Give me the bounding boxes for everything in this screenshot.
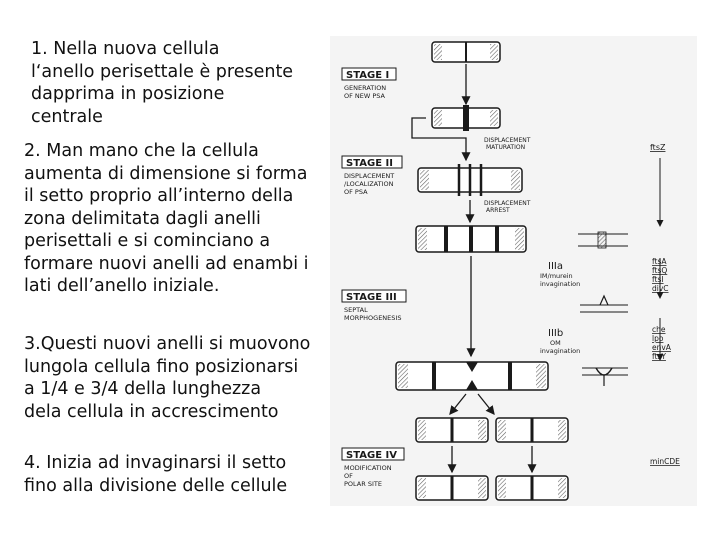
cell-6-right bbox=[495, 417, 569, 443]
cell-division-diagram: STAGE I GENERATION OF NEW PSA STAGE II D… bbox=[330, 36, 697, 506]
p3-line-3: a 1/4 e 3/4 della lunghezza bbox=[24, 379, 262, 399]
cell-7-right bbox=[495, 475, 569, 501]
cell-3 bbox=[417, 164, 523, 196]
stage-4-sub-3: POLAR SITE bbox=[344, 480, 382, 488]
p2-line-3: il setto proprio all’interno della bbox=[24, 186, 294, 206]
p3-line-4: dela cellula in accrescimento bbox=[24, 401, 279, 422]
stage-1-sub-2: OF NEW PSA bbox=[344, 92, 386, 100]
p2-line-2: aumenta di dimensione si forma bbox=[24, 163, 308, 184]
stage-4-sub-2: OF bbox=[344, 472, 353, 480]
iiib-sub-2: invagination bbox=[540, 347, 580, 355]
stage-4-label: STAGE IV MODIFICATION OF POLAR SITE bbox=[341, 447, 405, 488]
stage-3-title: STAGE III bbox=[346, 292, 397, 303]
iiia-label: IIIa bbox=[548, 261, 563, 272]
gene-ftsi: ftsI bbox=[652, 275, 664, 284]
p1-line-4: centrale bbox=[31, 106, 103, 127]
gene-enva: envA bbox=[652, 343, 672, 352]
mincde-label: minCDE bbox=[650, 457, 680, 466]
cell-4 bbox=[415, 225, 527, 253]
septum-detail-a bbox=[578, 231, 628, 249]
iiib-label: IIIb bbox=[548, 328, 563, 339]
stage-2-sub-2: /LOCALIZATION bbox=[344, 180, 394, 188]
iiia-sub-2: invagination bbox=[540, 280, 580, 288]
paragraph-3: 3.Questi nuovi anelli si muovono lungola… bbox=[24, 333, 310, 423]
stage-2-sub-3: OF PSA bbox=[344, 188, 368, 196]
cell-6-left bbox=[415, 417, 489, 443]
p3-line-1: 3.Questi nuovi anelli si muovono bbox=[24, 334, 311, 354]
p2-line-7: lati dell’anello iniziale. bbox=[24, 276, 220, 296]
cell-2 bbox=[431, 105, 501, 131]
paragraph-4: 4. Inizia ad invaginarsi il setto fino a… bbox=[24, 452, 287, 497]
stage-2-label: STAGE II DISPLACEMENT /LOCALIZATION OF P… bbox=[341, 155, 403, 196]
septum-detail-c bbox=[582, 367, 628, 386]
p4-line-1: 4. Inizia ad invaginarsi il setto bbox=[24, 453, 287, 473]
displacement-arrest-2: ARREST bbox=[486, 207, 510, 214]
gene-ftsy: ftsY bbox=[652, 352, 666, 361]
stage-1-title: STAGE I bbox=[346, 70, 389, 81]
stage-1-sub-1: GENERATION bbox=[344, 84, 386, 92]
displacement-arrest-1: DISPLACEMENT bbox=[484, 200, 531, 207]
iiib-block: IIIb OM invagination bbox=[540, 328, 580, 355]
stage-1-label: STAGE I GENERATION OF NEW PSA bbox=[341, 67, 397, 100]
septum-detail-b bbox=[580, 294, 628, 313]
stage-2-title: STAGE II bbox=[346, 158, 393, 169]
gene-che: che bbox=[652, 325, 666, 334]
cell-1 bbox=[431, 41, 501, 63]
ftsz-label: ftsZ bbox=[650, 143, 666, 152]
p2-line-1: 2. Man mano che la cellula bbox=[24, 141, 259, 161]
gene-lpo: lpo bbox=[652, 334, 664, 343]
paragraph-1: 1. Nella nuova cellula l‘anello perisett… bbox=[31, 38, 293, 128]
p2-line-5: perisettali e si cominciano a bbox=[24, 231, 271, 251]
displacement-maturation-1: DISPLACEMENT bbox=[484, 137, 531, 144]
paragraph-2: 2. Man mano che la cellula aumenta di di… bbox=[24, 140, 309, 298]
iiia-sub-1: IM/murein bbox=[540, 272, 573, 280]
stage-3-label: STAGE III SEPTAL MORPHOGENESIS bbox=[341, 289, 407, 322]
iiib-sub-1: OM bbox=[550, 339, 561, 347]
flow-arrows bbox=[411, 64, 537, 474]
p2-line-6: formare nuovi anelli ad enambi i bbox=[24, 253, 309, 274]
p3-line-2: lungola cellula fino posizionarsi bbox=[24, 356, 299, 377]
p1-line-2: l‘anello perisettale è presente bbox=[31, 61, 294, 82]
displacement-maturation-2: MATURATION bbox=[486, 144, 525, 151]
cell-5 bbox=[395, 361, 549, 391]
p2-line-4: zona delimitata dagli anelli bbox=[24, 208, 261, 229]
stage-3-sub-2: MORPHOGENESIS bbox=[344, 314, 401, 322]
p1-line-3: dapprima in posizione bbox=[31, 84, 225, 104]
p1-line-1: 1. Nella nuova cellula bbox=[31, 39, 220, 59]
p4-line-2: fino alla divisione delle cellule bbox=[24, 475, 288, 496]
stage-4-sub-1: MODIFICATION bbox=[344, 464, 392, 472]
iiia-block: IIIa IM/murein invagination bbox=[540, 261, 580, 288]
stage-4-title: STAGE IV bbox=[346, 450, 397, 461]
stage-2-sub-1: DISPLACEMENT bbox=[344, 172, 394, 180]
cell-7-left bbox=[415, 475, 489, 501]
stage-3-sub-1: SEPTAL bbox=[344, 306, 368, 314]
